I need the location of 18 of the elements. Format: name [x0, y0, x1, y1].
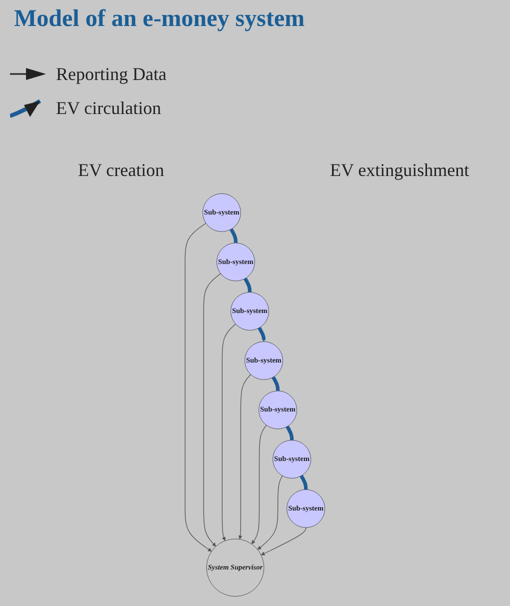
group-label: EV creation — [78, 160, 164, 181]
arrow — [222, 324, 236, 541]
arrow — [260, 527, 306, 556]
arrow — [184, 222, 212, 552]
group-label: EV extinguishment — [330, 160, 470, 181]
arrow — [257, 475, 283, 550]
connector — [272, 376, 280, 392]
connector — [286, 426, 294, 442]
arrow — [203, 273, 221, 547]
diagram-title: Model of an e-money system — [14, 6, 305, 33]
connector — [230, 228, 238, 244]
legend-label: EV circulation — [56, 98, 162, 119]
connector — [300, 474, 308, 490]
connector — [244, 278, 252, 294]
legend-label: Reporting Data — [56, 64, 166, 85]
arrow — [238, 374, 252, 540]
arrow — [258, 326, 266, 342]
arrow — [252, 424, 267, 544]
